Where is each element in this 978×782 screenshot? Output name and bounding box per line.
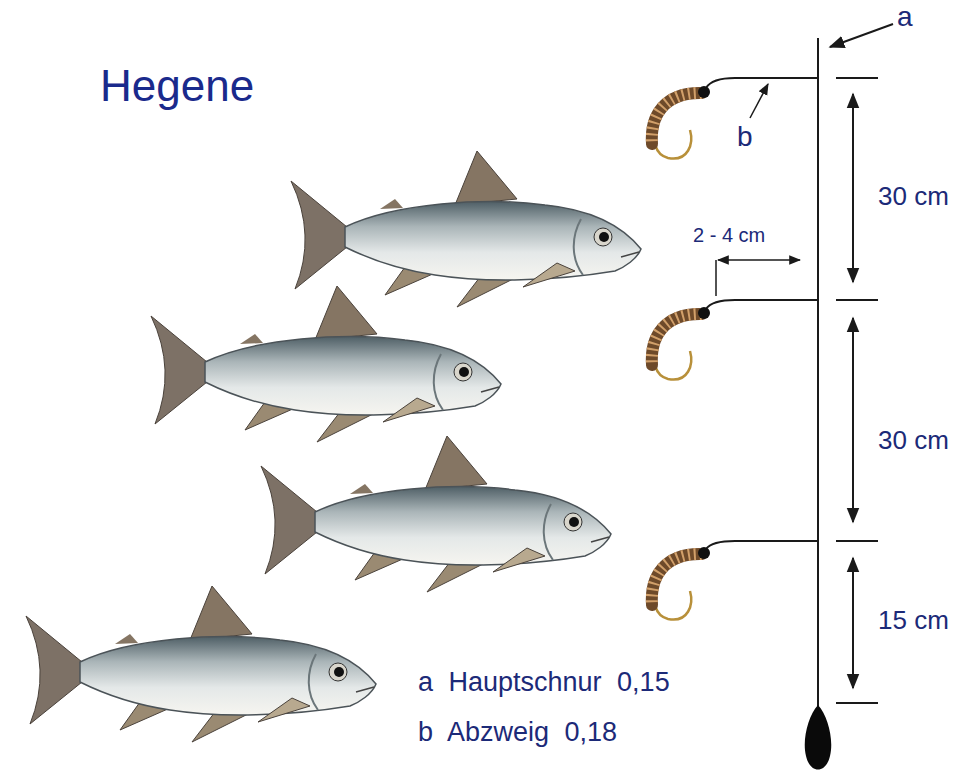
dimension-arrow [718, 259, 800, 261]
leader-arrow [830, 24, 893, 47]
whitefish [291, 151, 641, 307]
callout-letter: a [897, 2, 913, 33]
sinker [805, 705, 832, 770]
whitefish [151, 286, 501, 442]
nymph-hook [652, 307, 710, 380]
dimension-tick [836, 299, 878, 301]
whitefish [261, 436, 611, 592]
dimension-tick [836, 702, 878, 704]
dimension-tick [836, 540, 878, 542]
nymph-hook [652, 86, 710, 159]
branch-line [706, 78, 818, 88]
dimension-tick [715, 260, 717, 296]
key-entry: b Abzweig 0,18 [418, 718, 617, 748]
dimension-arrow [852, 318, 854, 522]
key-entry: a Hauptschnur 0,15 [418, 668, 670, 698]
callout-letter: b [737, 122, 753, 153]
branch-line [706, 541, 818, 549]
leader-arrow [750, 84, 768, 118]
dimension-label: 30 cm [878, 182, 949, 211]
dimension-label: 15 cm [878, 606, 949, 635]
dimension-arrow [852, 558, 854, 688]
main-line [817, 38, 819, 712]
nymph-hook [652, 547, 710, 620]
dimension-tick [836, 77, 878, 79]
dimension-label: 30 cm [878, 426, 949, 455]
branch-line [706, 300, 818, 309]
dimension-label: 2 - 4 cm [693, 224, 765, 246]
dimension-arrow [852, 94, 854, 282]
title: Hegene [100, 62, 254, 110]
whitefish [26, 586, 376, 742]
